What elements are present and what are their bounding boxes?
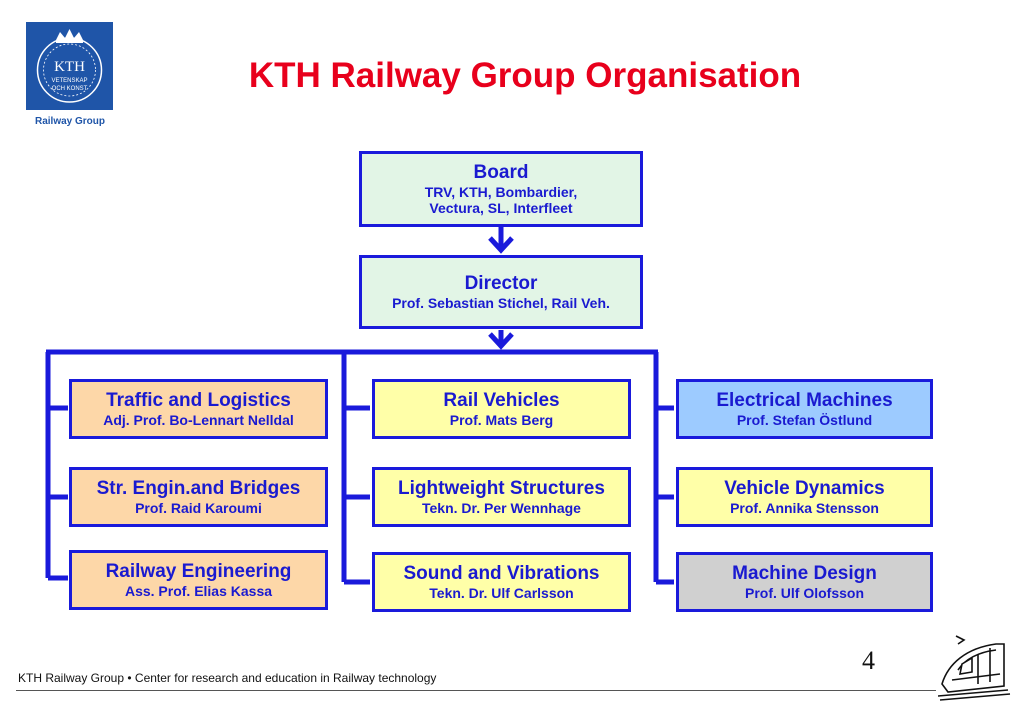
- unit-electrical-machines: Electrical Machines Prof. Stefan Östlund: [676, 379, 933, 439]
- director-person: Prof. Sebastian Stichel, Rail Veh.: [392, 294, 610, 311]
- unit-person: Prof. Raid Karoumi: [135, 499, 262, 516]
- kth-logo: KTH VETENSKAP OCH KONST: [26, 22, 113, 110]
- unit-person: Ass. Prof. Elias Kassa: [124, 582, 273, 599]
- unit-lightweight-structures: Lightweight Structures Tekn. Dr. Per Wen…: [372, 467, 631, 527]
- unit-person: Prof. Mats Berg: [449, 411, 554, 428]
- unit-name: Vehicle Dynamics: [724, 478, 885, 500]
- unit-railway-engineering: Railway Engineering Ass. Prof. Elias Kas…: [69, 550, 328, 610]
- board-members-line1: TRV, KTH, Bombardier,: [424, 183, 578, 200]
- director-title: Director: [464, 273, 538, 295]
- page-number: 4: [862, 646, 875, 675]
- board-box: Board TRV, KTH, Bombardier, Vectura, SL,…: [359, 151, 643, 227]
- unit-person: Prof. Ulf Olofsson: [745, 584, 864, 601]
- unit-person: Tekn. Dr. Ulf Carlsson: [429, 584, 574, 601]
- unit-name: Railway Engineering: [105, 561, 292, 583]
- unit-person: Prof. Stefan Östlund: [736, 411, 873, 428]
- unit-vehicle-dynamics: Vehicle Dynamics Prof. Annika Stensson: [676, 467, 933, 527]
- unit-structural-engineering-bridges: Str. Engin.and Bridges Prof. Raid Karoum…: [69, 467, 328, 527]
- unit-person: Tekn. Dr. Per Wennhage: [422, 499, 581, 516]
- unit-name: Lightweight Structures: [398, 478, 605, 500]
- arrow-down-icon: [488, 332, 514, 350]
- footer-text: KTH Railway Group • Center for research …: [18, 671, 437, 685]
- unit-name: Rail Vehicles: [443, 390, 560, 412]
- unit-name: Electrical Machines: [716, 390, 893, 412]
- logo-kth-text: KTH: [54, 59, 85, 75]
- train-icon: [938, 635, 1011, 701]
- unit-sound-vibrations: Sound and Vibrations Tekn. Dr. Ulf Carls…: [372, 552, 631, 612]
- unit-name: Traffic and Logistics: [106, 390, 291, 412]
- unit-name: Sound and Vibrations: [403, 563, 600, 585]
- board-members-line2: Vectura, SL, Interfleet: [429, 199, 573, 216]
- page-title: KTH Railway Group Organisation: [248, 56, 802, 95]
- unit-person: Prof. Annika Stensson: [730, 499, 879, 516]
- director-box: Director Prof. Sebastian Stichel, Rail V…: [359, 255, 643, 329]
- unit-name: Str. Engin.and Bridges: [96, 478, 301, 500]
- unit-rail-vehicles: Rail Vehicles Prof. Mats Berg: [372, 379, 631, 439]
- footer-divider: [16, 690, 936, 691]
- kth-crown-logo-icon: KTH VETENSKAP OCH KONST: [36, 29, 103, 103]
- board-title: Board: [473, 161, 529, 183]
- unit-machine-design: Machine Design Prof. Ulf Olofsson: [676, 552, 933, 612]
- logo-vetenskap-text: VETENSKAP: [51, 78, 87, 84]
- unit-person: Adj. Prof. Bo-Lennart Nelldal: [103, 411, 294, 428]
- unit-name: Machine Design: [732, 563, 877, 585]
- arrow-down-icon: [488, 236, 514, 254]
- unit-traffic-logistics: Traffic and Logistics Adj. Prof. Bo-Lenn…: [69, 379, 328, 439]
- logo-caption: Railway Group: [34, 116, 105, 127]
- logo-och-konst-text: OCH KONST: [52, 86, 88, 92]
